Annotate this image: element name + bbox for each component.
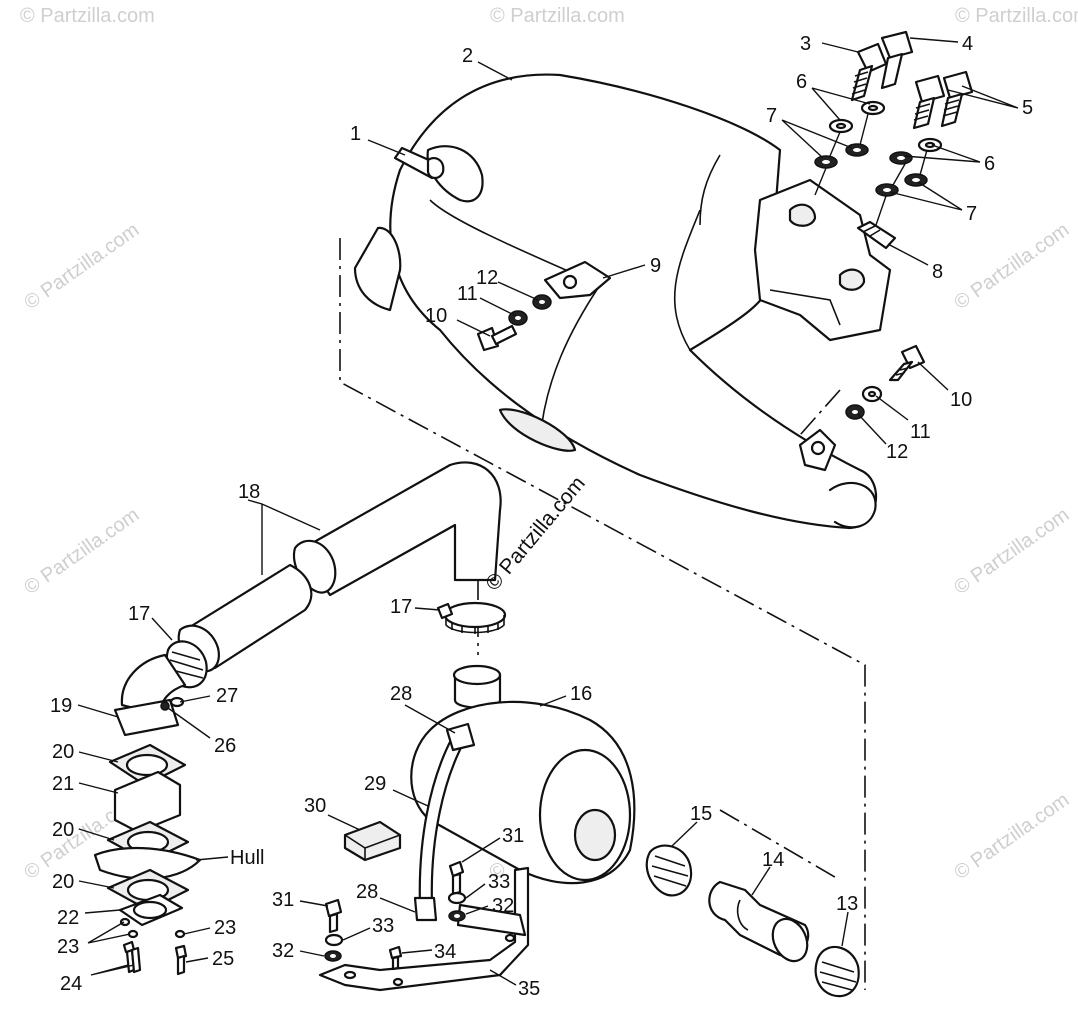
callout-27: 27 xyxy=(216,685,238,707)
callout-24: 24 xyxy=(60,973,82,995)
rubber-block-part-30 xyxy=(343,820,402,862)
callout-6: 6 xyxy=(984,153,995,175)
callout-5: 5 xyxy=(1022,97,1033,119)
bracket-hardware xyxy=(324,860,467,971)
callout-32: 32 xyxy=(272,940,294,962)
expansion-chamber xyxy=(353,73,878,530)
callout-25: 25 xyxy=(212,948,234,970)
watermark: © Partzilla.com xyxy=(955,5,1078,27)
callout-8: 8 xyxy=(932,261,943,283)
callout-31: 31 xyxy=(272,889,294,911)
callout-1: 1 xyxy=(350,123,361,145)
callout-33: 33 xyxy=(488,871,510,893)
callout-10: 10 xyxy=(950,389,972,411)
callout-21: 21 xyxy=(52,773,74,795)
callout-32: 32 xyxy=(492,895,514,917)
callout-26: 26 xyxy=(214,735,236,757)
callout-13: 13 xyxy=(836,893,858,915)
callout-28: 28 xyxy=(390,683,412,705)
watermark: © Partzilla.com xyxy=(950,789,1073,884)
watermark: © Partzilla.com xyxy=(20,5,155,27)
callout-19: 19 xyxy=(50,695,72,717)
watermark: © Partzilla.com xyxy=(950,219,1073,314)
callout-6: 6 xyxy=(796,71,807,93)
callout-10: 10 xyxy=(425,305,447,327)
callout-18: 18 xyxy=(238,481,260,503)
callout-14: 14 xyxy=(762,849,784,871)
callout-22: 22 xyxy=(57,907,79,929)
callout-7: 7 xyxy=(966,203,977,225)
small-fasteners xyxy=(119,696,188,976)
callout-9: 9 xyxy=(650,255,661,277)
callout-11: 11 xyxy=(910,421,931,443)
callout-35: 35 xyxy=(518,978,540,1000)
watermark: © Partzilla.com xyxy=(20,504,143,599)
callout-29: 29 xyxy=(364,773,386,795)
fitting-part-1 xyxy=(393,146,445,180)
tailpipe-clamps xyxy=(645,844,860,998)
callout-23: 23 xyxy=(214,917,236,939)
callout-12: 12 xyxy=(886,441,908,463)
watermark: © Partzilla.com xyxy=(20,219,143,314)
callout-labels: 1 2 3 4 5 6 6 7 7 8 9 10 10 11 11 12 12 … xyxy=(50,33,1033,1000)
callout-16: 16 xyxy=(570,683,592,705)
callout-31: 31 xyxy=(502,825,524,847)
callout-hull: Hull xyxy=(230,847,264,869)
callout-12: 12 xyxy=(476,267,498,289)
callout-23: 23 xyxy=(57,936,79,958)
callout-20: 20 xyxy=(52,871,74,893)
callout-33: 33 xyxy=(372,915,394,937)
callout-2: 2 xyxy=(462,45,473,67)
muffler-canister xyxy=(410,664,636,922)
callout-28: 28 xyxy=(356,881,378,903)
bolts-and-washers xyxy=(814,30,974,250)
elbow-and-flanges xyxy=(93,653,202,927)
hose-clamp-right xyxy=(436,601,507,634)
bracket-tab-part-9 xyxy=(543,260,612,300)
callout-17: 17 xyxy=(390,596,412,618)
callout-34: 34 xyxy=(434,941,456,963)
callout-20: 20 xyxy=(52,819,74,841)
callout-3: 3 xyxy=(800,33,811,55)
callout-4: 4 xyxy=(962,33,973,55)
leader-lines xyxy=(77,37,1019,986)
callout-20: 20 xyxy=(52,741,74,763)
callout-30: 30 xyxy=(304,795,326,817)
fasteners-right xyxy=(845,344,926,420)
fasteners-upper xyxy=(476,294,552,352)
exhaust-hose xyxy=(177,461,502,673)
watermark: © Partzilla.com xyxy=(490,5,625,27)
callout-11: 11 xyxy=(457,283,478,305)
callout-15: 15 xyxy=(690,803,712,825)
watermark: © Partzilla.com xyxy=(950,504,1073,599)
callout-7: 7 xyxy=(766,105,777,127)
manifold-flange xyxy=(753,178,892,342)
callout-17: 17 xyxy=(128,603,150,625)
